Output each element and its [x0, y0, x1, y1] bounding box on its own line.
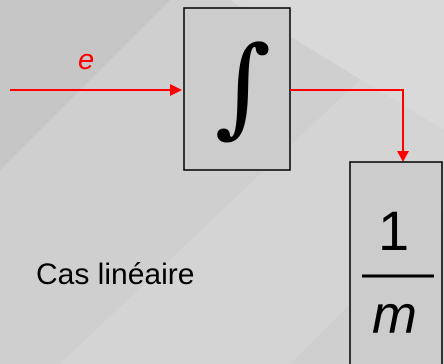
- integral-icon: ∫: [214, 24, 272, 149]
- caption-text: Cas linéaire: [36, 258, 195, 291]
- fraction-denominator: m: [372, 285, 417, 345]
- gain-block: [349, 161, 443, 364]
- output-arrowhead: [397, 151, 409, 162]
- input-signal-label: e: [78, 44, 95, 76]
- output-signal-line: [290, 89, 404, 154]
- fraction-numerator: 1: [378, 199, 410, 262]
- input-arrowhead: [170, 84, 182, 96]
- background-stripe-1: [0, 0, 170, 170]
